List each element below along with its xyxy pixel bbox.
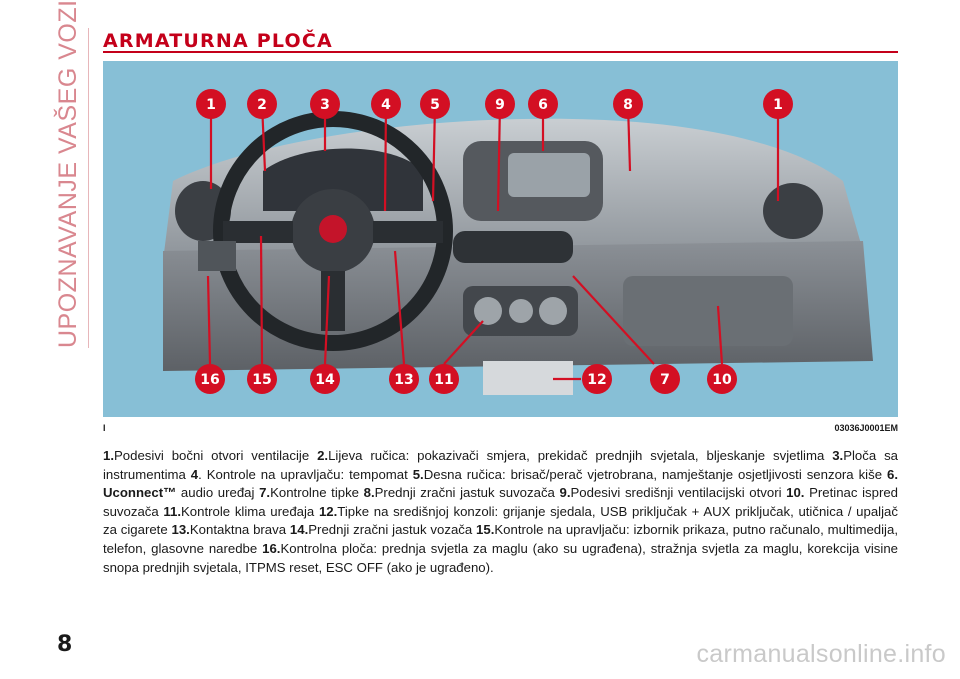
- dashboard-figure: 1 2 3 4 5 9 6 8 1 16 15 14 13 11 12 7 10: [103, 61, 898, 417]
- legend-text-11: Kontrole klima uređaja: [181, 503, 319, 519]
- watermark-text: carmanualsonline.info: [696, 640, 946, 668]
- callout-15: 15: [247, 364, 277, 394]
- legend-description: 1.Podesivi bočni otvori ventilacije 2.Li…: [103, 447, 898, 577]
- legend-text-10: Pretinac ispred suvozača: [103, 485, 899, 519]
- cluster-shape: [263, 148, 423, 211]
- left-switch-panel: [198, 241, 236, 271]
- side-section-title-text: UPOZNAVANJE VAŠEG VOZILA: [54, 0, 82, 348]
- callout-13: 13: [389, 364, 419, 394]
- figure-code: 03036J0001EM: [834, 423, 898, 433]
- legend-text-3: Ploča sa instrumentima: [103, 448, 899, 482]
- side-section-title: UPOZNAVANJE VAŠEG VOZILA: [53, 0, 83, 348]
- svg-text:11: 11: [434, 372, 453, 388]
- svg-text:10: 10: [712, 372, 732, 388]
- legend-num-9: 9.: [559, 485, 571, 501]
- svg-text:8: 8: [623, 97, 633, 113]
- svg-text:16: 16: [200, 372, 219, 388]
- steering-wheel-shape: [213, 111, 453, 351]
- legend-text-1: Podesivi bočni otvori ventilacije: [114, 448, 318, 463]
- svg-text:6: 6: [538, 97, 548, 113]
- legend-num-2: 2.: [317, 448, 329, 463]
- callout-16: 16: [195, 364, 225, 394]
- legend-num-6: 6. Uconnect™: [103, 466, 898, 501]
- center-vents: [453, 231, 573, 263]
- dashboard-illustration: 1 2 3 4 5 9 6 8 1 16 15 14 13 11 12 7 10: [163, 89, 873, 395]
- svg-text:13: 13: [394, 372, 413, 388]
- legend-num-1: 1.: [103, 448, 114, 463]
- callout-12: 12: [582, 364, 612, 394]
- legend-num-7: 7.: [259, 485, 271, 501]
- legend-num-5: 5.: [412, 466, 424, 482]
- legend-text-15: Kontrole na upravljaču: izbornik prikaza…: [103, 522, 898, 556]
- svg-text:12: 12: [587, 372, 606, 388]
- callout-6: 6: [528, 89, 558, 119]
- legend-text-8: Prednji zračni jastuk suvozača: [374, 485, 560, 501]
- legend-num-4: 4: [190, 466, 199, 482]
- svg-text:3: 3: [320, 97, 330, 113]
- legend-text-2: Lijeva ručica: pokazivači smjera, prekid…: [328, 448, 833, 463]
- callout-14: 14: [310, 364, 340, 394]
- heading-underline: [103, 51, 898, 53]
- callout-4: 4: [371, 89, 401, 119]
- svg-text:14: 14: [315, 372, 335, 388]
- callout-7: 7: [650, 364, 680, 394]
- page-heading: ARMATURNA PLOČA: [103, 30, 333, 52]
- display-screen: [508, 153, 590, 197]
- steering-logo: [319, 215, 347, 243]
- callout-2: 2: [247, 89, 277, 119]
- page-number: 8: [57, 632, 73, 657]
- figure-id-label: I: [103, 423, 106, 433]
- svg-text:1: 1: [206, 97, 216, 113]
- callout-1-right: 1: [763, 89, 793, 119]
- legend-text-14: Prednji zračni jastuk vozača: [308, 522, 477, 538]
- callout-8: 8: [613, 89, 643, 119]
- svg-text:1: 1: [773, 97, 783, 113]
- legend-text-5: Desna ručica: brisač/perač vjetrobrana, …: [423, 466, 887, 482]
- legend-text-12: Tipke na središnjoj konzoli: grijanje sj…: [103, 503, 898, 538]
- svg-text:2: 2: [257, 97, 267, 113]
- callout-10: 10: [707, 364, 737, 394]
- callout-5: 5: [420, 89, 450, 119]
- legend-num-11: 11.: [163, 503, 182, 519]
- callout-3: 3: [310, 89, 340, 119]
- legend-text-4: . Kontrole na upravljaču: tempomat: [198, 466, 413, 482]
- legend-num-13: 13.: [171, 522, 190, 538]
- svg-text:5: 5: [430, 97, 440, 113]
- legend-text-7: Kontrolne tipke: [270, 485, 364, 501]
- right-vent-shape: [763, 183, 823, 239]
- callout-1-left: 1: [196, 89, 226, 119]
- svg-text:15: 15: [252, 372, 271, 388]
- legend-text-16: Kontrolna ploča: prednja svjetla za magl…: [103, 540, 899, 575]
- glovebox-shape: [623, 276, 793, 346]
- callout-9: 9: [485, 89, 515, 119]
- legend-text-13: Kontaktna brava: [189, 522, 290, 538]
- svg-text:4: 4: [381, 97, 391, 113]
- legend-num-16: 16.: [262, 540, 281, 556]
- legend-num-8: 8.: [363, 485, 375, 501]
- legend-num-15: 15.: [476, 522, 495, 538]
- legend-num-12: 12.: [318, 503, 338, 519]
- callout-11: 11: [429, 364, 459, 394]
- legend-text-9: Podesivi središnji ventilacijski otvori: [570, 485, 787, 501]
- legend-text-6: audio uređaj: [176, 485, 260, 501]
- legend-num-3: 3.: [832, 448, 844, 463]
- side-divider: [88, 28, 89, 348]
- svg-text:7: 7: [660, 372, 670, 388]
- legend-num-14: 14.: [289, 522, 309, 538]
- legend-num-10: 10.: [786, 485, 805, 501]
- svg-text:9: 9: [495, 97, 505, 113]
